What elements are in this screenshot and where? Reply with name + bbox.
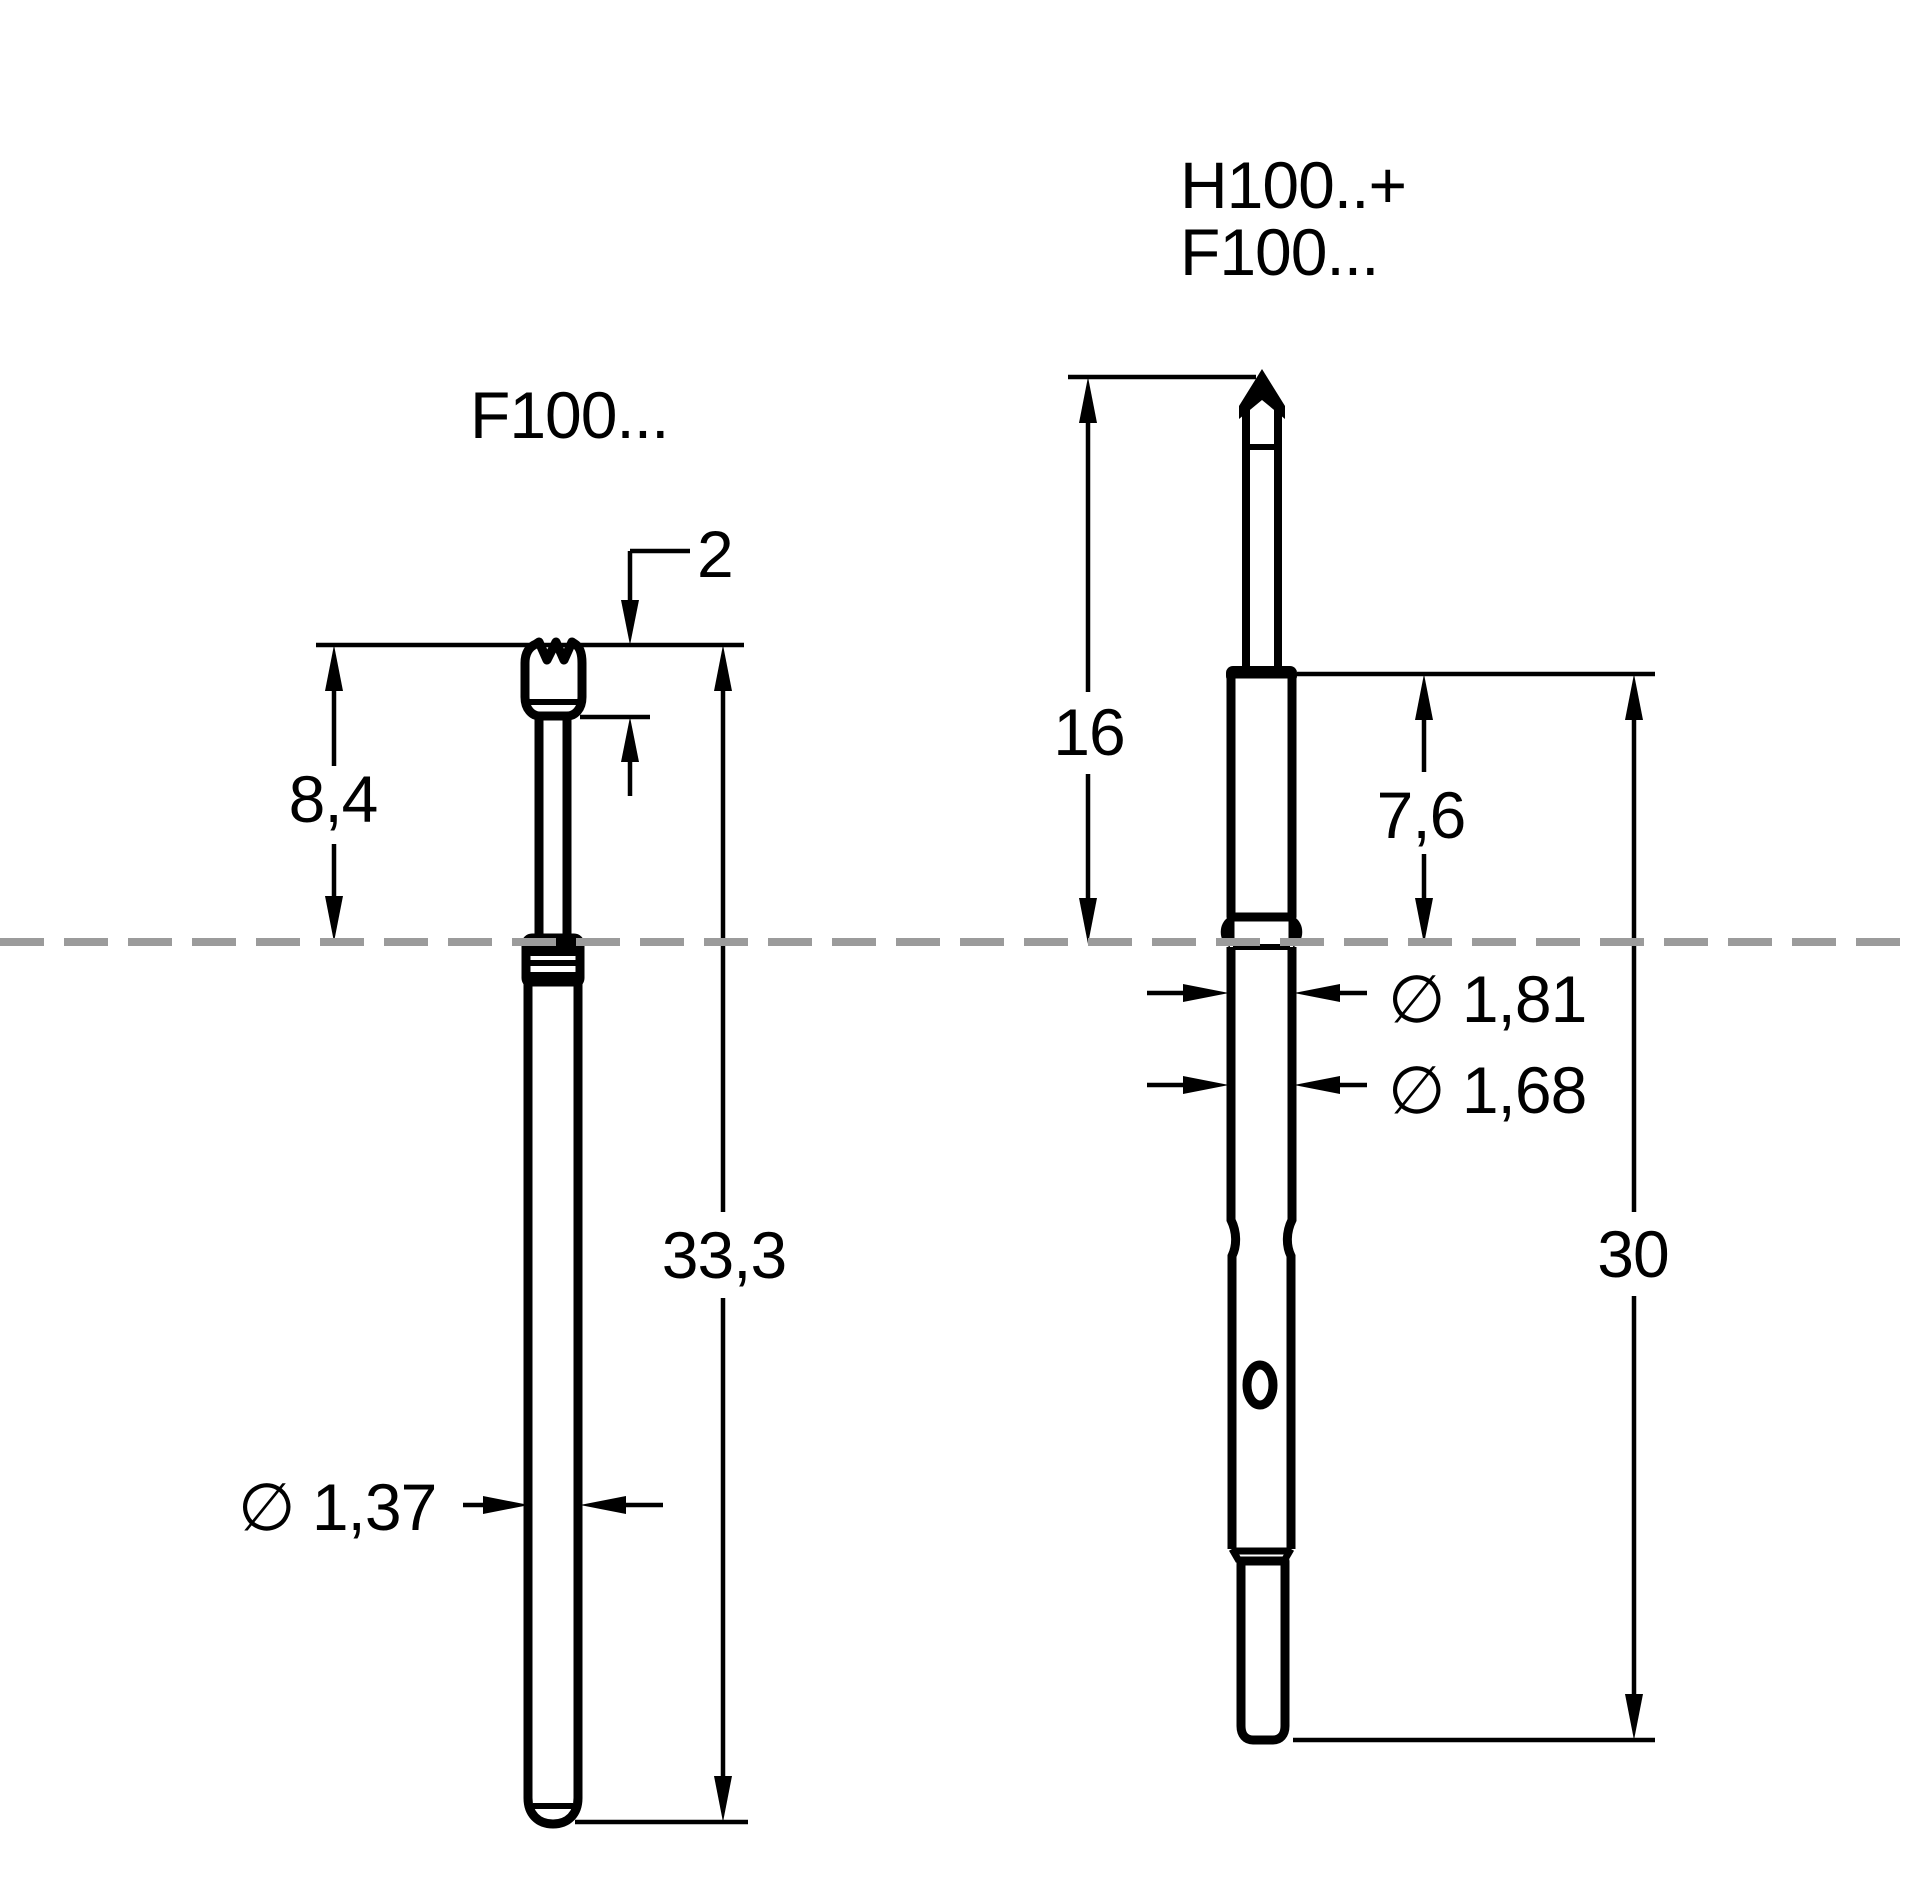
dim-left-total-length: 33,3 — [662, 645, 787, 1822]
arrow-left-icon — [1294, 1076, 1340, 1094]
arrow-left-icon — [1294, 984, 1340, 1002]
arrow-up-icon — [621, 717, 639, 762]
dim-right-sleeve-above-plate: 7,6 — [1377, 674, 1466, 944]
arrow-up-icon — [325, 645, 343, 691]
right-probe-bottom-plunger — [1236, 1556, 1290, 1745]
dim-left-head-above-plate-text: 8,4 — [289, 762, 378, 836]
dim-left-barrel-diameter-text: ∅ 1,37 — [238, 1470, 436, 1544]
arrow-down-icon — [1415, 898, 1433, 944]
arrow-up-icon — [1415, 674, 1433, 720]
dim-left-head-length: 2 — [621, 517, 734, 796]
dim-left-total-length-text: 33,3 — [662, 1218, 786, 1292]
right-probe-tip-shaft — [1242, 406, 1282, 672]
arrow-down-icon — [621, 600, 639, 645]
arrow-up-icon — [714, 645, 732, 691]
dim-right-total-length: 30 — [1597, 674, 1670, 1740]
dim-right-tip-above-plate-text: 16 — [1053, 695, 1124, 769]
arrow-down-icon — [325, 896, 343, 942]
arrow-down-icon — [1079, 898, 1097, 944]
right-probe-point-tip — [1239, 369, 1285, 419]
right-probe-label-line2: F100... — [1180, 215, 1378, 289]
dim-right-barrel-diameter-text: ∅ 1,68 — [1388, 1053, 1586, 1127]
arrow-left-icon — [580, 1496, 626, 1514]
dim-left-barrel-diameter: ∅ 1,37 — [238, 1470, 663, 1544]
right-probe-side-hole — [1242, 1360, 1278, 1410]
arrow-right-icon — [483, 1496, 529, 1514]
arrow-up-icon — [1625, 674, 1643, 720]
dim-right-total-length-text: 30 — [1597, 1217, 1668, 1291]
dim-right-sleeve-diameter: ∅ 1,81 — [1147, 962, 1587, 1036]
right-probe-lower-body — [1226, 947, 1297, 1549]
arrow-down-icon — [714, 1776, 732, 1822]
arrow-down-icon — [1625, 1694, 1643, 1740]
left-probe-label: F100... — [470, 378, 668, 452]
arrow-right-icon — [1183, 984, 1229, 1002]
arrow-up-icon — [1079, 377, 1097, 423]
left-probe-shaft — [534, 712, 572, 940]
left-probe: 2 8,4 33,3 ∅ 1,37 F100... — [238, 378, 787, 1829]
dim-right-tip-above-plate: 16 — [1053, 377, 1126, 944]
dim-left-head-above-plate: 8,4 — [289, 645, 378, 942]
left-probe-collar-rings — [527, 960, 579, 978]
right-probe-bottom-transition — [1228, 1547, 1295, 1565]
dim-right-sleeve-above-plate-text: 7,6 — [1377, 778, 1466, 852]
dim-right-barrel-diameter: ∅ 1,68 — [1147, 1053, 1587, 1127]
right-probe-label-line1: H100..+ — [1180, 148, 1406, 222]
right-probe: 16 7,6 30 ∅ 1,81 — [1053, 148, 1670, 1745]
dim-right-sleeve-diameter-text: ∅ 1,81 — [1388, 962, 1586, 1036]
arrow-right-icon — [1183, 1076, 1229, 1094]
dim-left-head-length-text: 2 — [697, 517, 733, 591]
left-probe-barrel — [523, 977, 583, 1829]
right-probe-sleeve — [1226, 669, 1297, 922]
